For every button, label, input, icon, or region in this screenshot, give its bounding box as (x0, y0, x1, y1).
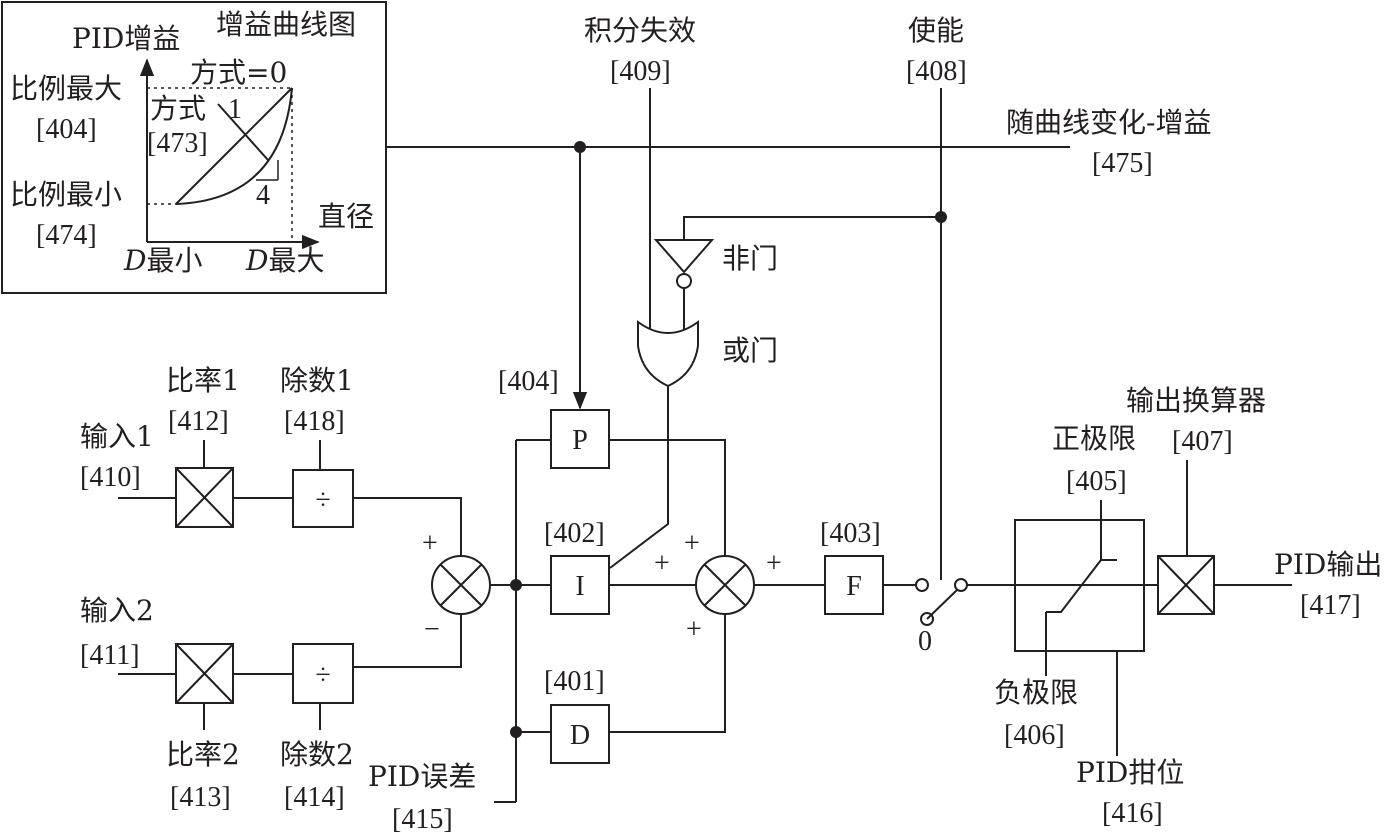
pid-summing-junction (695, 555, 755, 615)
divider2-id: [414] (284, 782, 345, 813)
mode-pointer (217, 103, 269, 161)
divider2-label: 除数2 (280, 738, 354, 771)
d-to-sum-wire (609, 614, 726, 733)
pid-error-label: PID误差 (368, 760, 476, 793)
inset-y-axis-label: PID增益 (72, 22, 180, 55)
sum1-plus: + (422, 528, 438, 559)
output-scaler-multiplier (1157, 555, 1215, 615)
prop-min-id: [474] (36, 220, 97, 251)
not-gate-label: 非门 (722, 242, 778, 275)
enable-switch (915, 578, 968, 626)
sum2-plus-out: + (766, 548, 782, 579)
integral-disable-label: 积分失效 (584, 14, 696, 47)
prop-max-id: [404] (36, 114, 97, 145)
divider1-block (292, 469, 354, 528)
div1-to-sum-wire (353, 497, 462, 556)
or-gate (637, 320, 699, 388)
p-gain-ref-id: [404] (498, 366, 559, 397)
divider1-symbol: ÷ (315, 485, 330, 516)
enable-to-not-wire (683, 216, 941, 240)
div2-to-sum-wire (353, 615, 462, 668)
input2-id: [411] (80, 640, 140, 671)
clamp-id: [416] (1102, 798, 1163, 829)
enable-id: [408] (906, 56, 967, 87)
clamp-label: PID拑位 (1076, 756, 1184, 789)
not-gate (653, 239, 715, 274)
i-block-id: [402] (544, 518, 605, 549)
output-scaler-id: [407] (1172, 426, 1233, 457)
p-block (550, 409, 610, 469)
prop-min-label: 比例最小 (10, 178, 122, 211)
p-to-sum-wire (609, 439, 726, 556)
not-gate-bubble (676, 273, 692, 289)
switch-zero-label: 0 (918, 626, 932, 657)
ratio2-label: 比率2 (166, 738, 240, 771)
sum2-plus-bottom: + (686, 614, 702, 645)
curve-mode-4 (175, 87, 293, 205)
divider2-block (292, 643, 354, 704)
ratio2-multiplier (175, 643, 234, 704)
curve-mode-0 (175, 87, 293, 205)
input1-label: 输入1 (80, 420, 154, 453)
limiter-curve (1046, 559, 1117, 613)
or-gate-label: 或门 (722, 334, 778, 367)
d-block-id: [401] (544, 666, 605, 697)
inset-x-axis-label: 直径 (318, 200, 374, 233)
neg-limit-label: 负极限 (994, 676, 1078, 709)
ratio1-label: 比率1 (166, 364, 240, 397)
d-block (550, 704, 610, 764)
d-max-label: D最大 (245, 244, 324, 277)
integral-disable-id: [409] (610, 56, 671, 87)
sum2-plus-top: + (684, 528, 700, 559)
gain-follow-label: 随曲线变化-增益 (1006, 106, 1211, 139)
limiter-block (1014, 519, 1145, 652)
sum1-minus: − (424, 614, 440, 645)
or-to-i-wire (609, 386, 669, 569)
mode-eq0-label: 方式=0 (190, 56, 287, 89)
divider1-label: 除数1 (280, 364, 354, 397)
i-block-label: I (575, 571, 584, 602)
ratio1-id: [412] (168, 406, 229, 437)
p-block-label: P (572, 425, 588, 456)
curve-1-label: 1 (228, 94, 242, 125)
pid-output-id: [417] (1300, 590, 1361, 621)
gain-follow-id: [475] (1092, 148, 1153, 179)
ratio1-multiplier (175, 467, 234, 528)
gain-curve-inset: 增益曲线图 PID增益 直径 比例最大 [404] 比例最小 [474] 方式=… (1, 1, 387, 294)
divider2-symbol: ÷ (315, 660, 330, 691)
sum2-plus-left: + (654, 548, 670, 579)
mode-label: 方式 (150, 92, 206, 125)
ratio2-id: [413] (170, 782, 231, 813)
neg-limit-id: [406] (1004, 720, 1065, 751)
pid-output-label: PID输出 (1274, 548, 1382, 581)
f-block-id: [403] (820, 518, 881, 549)
prop-max-label: 比例最大 (10, 72, 122, 105)
divider1-id: [418] (284, 406, 345, 437)
pos-limit-label: 正极限 (1052, 422, 1136, 455)
f-block (824, 555, 884, 615)
curve-4-label: 4 (256, 180, 270, 211)
mode-id: [473] (147, 128, 208, 159)
d-block-label: D (570, 720, 590, 751)
d-min-label: D最小 (123, 244, 202, 277)
pos-limit-id: [405] (1066, 466, 1127, 497)
inset-title: 增益曲线图 (216, 8, 356, 41)
enable-label: 使能 (908, 14, 964, 47)
input2-label: 输入2 (80, 594, 154, 627)
output-scaler-label: 输出换算器 (1126, 384, 1266, 417)
error-summing-junction (431, 555, 491, 615)
input1-id: [410] (80, 462, 141, 493)
pid-error-id: [415] (392, 804, 453, 835)
f-block-label: F (846, 571, 862, 602)
